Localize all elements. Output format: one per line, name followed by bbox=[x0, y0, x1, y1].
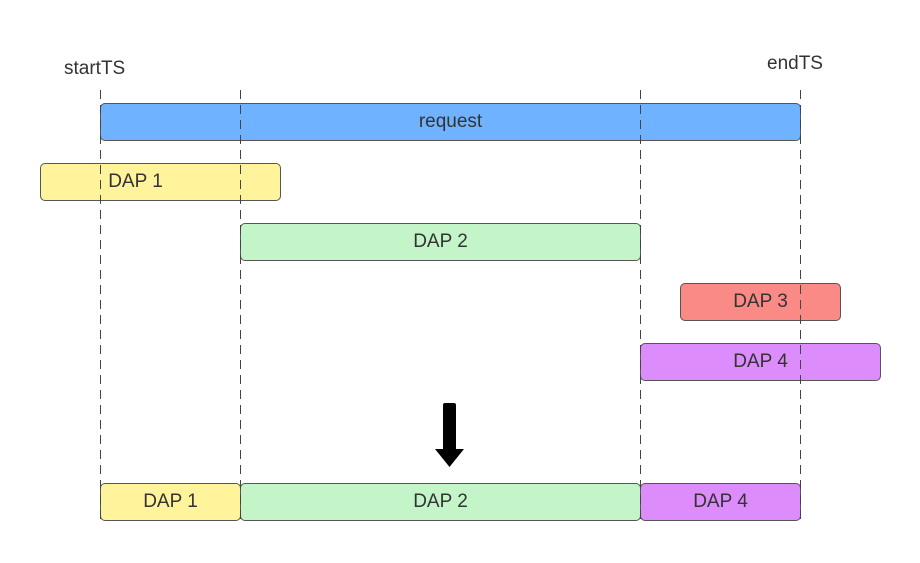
down-arrow-icon bbox=[435, 403, 464, 467]
result-dap2-bar: DAP 2 bbox=[240, 483, 641, 521]
result-dap4-bar: DAP 4 bbox=[640, 483, 801, 521]
start-ts-label: startTS bbox=[64, 58, 126, 79]
dap3-bar: DAP 3 bbox=[680, 283, 841, 321]
dap2-bar: DAP 2 bbox=[240, 223, 641, 261]
end-ts-label: endTS bbox=[767, 53, 823, 74]
request-bar: request bbox=[100, 103, 801, 141]
result-dap1-bar: DAP 1 bbox=[100, 483, 241, 521]
dap4-bar: DAP 4 bbox=[640, 343, 881, 381]
dap1-bar: DAP 1 bbox=[40, 163, 281, 201]
